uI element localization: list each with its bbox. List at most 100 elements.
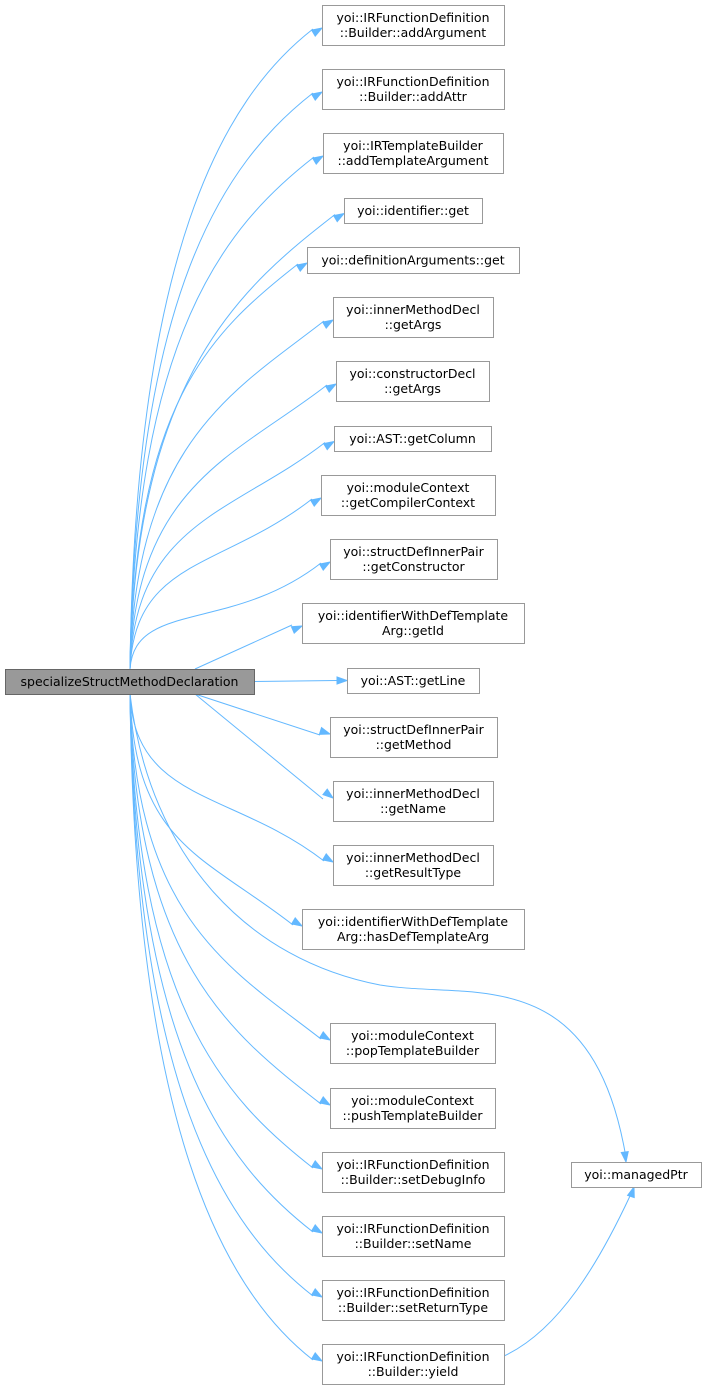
node-getLine-box [347,668,480,694]
node-setDebugInfo-label: ::Builder::setDebugInfo [341,1172,486,1187]
node-getName[interactable]: yoi::innerMethodDecl::getName [333,781,494,822]
edge-to-addArgument [129,28,314,670]
node-getName-label: yoi::innerMethodDecl [346,786,480,801]
node-managed-ptr-box [571,1162,702,1188]
edge-to-getLine-arrowhead-icon [336,676,349,685]
edge-to-constructorDecl-getArgs [129,384,328,670]
edge-to-constructorDecl-getArgs-arrowhead-icon [324,383,338,394]
node-addArgument[interactable]: yoi::IRFunctionDefinition::Builder::addA… [322,5,505,46]
edge-to-identifier-get-arrowhead-icon [332,212,346,223]
edge-to-getResultType-arrowhead-icon [321,852,335,863]
edge-to-definitionArguments-get-arrowhead-icon [295,262,309,273]
node-definitionArguments-get-box [307,247,520,274]
node-specialize-struct-method-declaration[interactable]: specializeStructMethodDeclaration [5,669,255,695]
node-popTemplateBuilder-label: yoi::moduleContext [351,1028,474,1043]
node-pushTemplateBuilder[interactable]: yoi::moduleContext::pushTemplateBuilder [330,1088,496,1129]
node-getResultType[interactable]: yoi::innerMethodDecl::getResultType [333,845,494,886]
node-getMethod[interactable]: yoi::structDefInnerPair::getMethod [330,717,498,758]
edge-to-getMethod [194,693,321,736]
node-managed-ptr-label: yoi::managedPtr [584,1167,688,1182]
node-hasDefTemplateArg[interactable]: yoi::identifierWithDefTemplateArg::hasDe… [302,909,525,950]
node-specialize-struct-method-declaration-label: specializeStructMethodDeclaration [21,674,239,689]
node-pushTemplateBuilder-label: yoi::moduleContext [351,1093,474,1108]
node-setName-label: yoi::IRFunctionDefinition [336,1221,489,1236]
edge-to-setDebugInfo-arrowhead-icon [310,1159,324,1170]
node-getMethod-box [330,717,498,758]
node-popTemplateBuilder-label: ::popTemplateBuilder [346,1043,480,1058]
node-pushTemplateBuilder-box [330,1088,496,1129]
node-getName-box [333,781,494,822]
edge-to-addAttr-arrowhead-icon [310,91,324,102]
node-managed-ptr[interactable]: yoi::managedPtr [571,1162,702,1188]
node-getConstructor-label: yoi::structDefInnerPair [343,544,484,559]
edge-to-hasDefTemplateArg-arrowhead-icon [290,916,304,927]
edge-to-pushTemplateBuilder-arrowhead-icon [318,1095,332,1106]
node-getConstructor[interactable]: yoi::structDefInnerPair::getConstructor [330,539,498,580]
node-popTemplateBuilder[interactable]: yoi::moduleContext::popTemplateBuilder [330,1023,496,1064]
node-yield[interactable]: yoi::IRFunctionDefinition::Builder::yiel… [322,1344,505,1385]
edge-to-getCompilerContext [129,498,313,670]
node-getName-label: ::getName [380,801,446,816]
node-setDebugInfo[interactable]: yoi::IRFunctionDefinition::Builder::setD… [322,1152,505,1193]
node-getColumn-label: yoi::AST::getColumn [349,431,476,446]
node-getCompilerContext[interactable]: yoi::moduleContext::getCompilerContext [321,475,496,516]
edge-to-getConstructor-arrowhead-icon [318,561,332,572]
node-getMethod-label: ::getMethod [376,737,452,752]
edge-to-getMethod-arrowhead-icon [318,726,332,735]
node-getCompilerContext-label: ::getCompilerContext [341,495,475,510]
edge-to-hasDefTemplateArg [129,693,294,926]
edge-to-getName [194,693,324,800]
node-setReturnType[interactable]: yoi::IRFunctionDefinition::Builder::setR… [322,1280,505,1321]
node-setDebugInfo-box [322,1152,505,1193]
node-setName-label: ::Builder::setName [355,1236,472,1251]
node-addTemplateArgument-label: yoi::IRTemplateBuilder [343,138,484,153]
node-definitionArguments-get[interactable]: yoi::definitionArguments::get [307,247,520,274]
node-addTemplateArgument[interactable]: yoi::IRTemplateBuilder::addTemplateArgum… [323,133,504,174]
node-getResultType-box [333,845,494,886]
node-setDebugInfo-label: yoi::IRFunctionDefinition [336,1157,489,1172]
edge-to-setName [129,693,314,1233]
node-specialize-struct-method-declaration-box [5,669,255,695]
node-addAttr-label: ::Builder::addAttr [359,89,467,104]
node-identifier-get[interactable]: yoi::identifier::get [344,198,483,224]
edge-to-popTemplateBuilder [129,693,322,1040]
edge-to-setReturnType [129,693,314,1297]
node-addArgument-label: yoi::IRFunctionDefinition [336,10,489,25]
node-getColumn[interactable]: yoi::AST::getColumn [334,426,492,452]
edge-to-managed-ptr [129,693,626,1153]
node-innerMethodDecl-getArgs[interactable]: yoi::innerMethodDecl::getArgs [333,297,494,338]
edge-to-getConstructor [129,562,322,670]
node-getMethod-label: yoi::structDefInnerPair [343,722,484,737]
node-getId-box [302,603,525,644]
edge-to-getColumn [129,442,326,670]
node-getId-label: Arg::getId [382,623,444,638]
node-hasDefTemplateArg-box [302,909,525,950]
edge-to-setDebugInfo [129,693,314,1169]
edge-to-addArgument-arrowhead-icon [310,27,324,38]
node-addTemplateArgument-box [323,133,504,174]
node-innerMethodDecl-getArgs-label: yoi::innerMethodDecl [346,302,480,317]
node-setReturnType-box [322,1280,505,1321]
edge-to-setReturnType-arrowhead-icon [310,1287,324,1298]
edge-yield-to-managed-ptr-arrowhead-icon [626,1185,635,1199]
edge-to-yield [129,693,314,1361]
node-getLine[interactable]: yoi::AST::getLine [347,668,480,694]
edge-to-getId [194,624,293,670]
edge-to-definitionArguments-get [129,263,299,670]
node-addArgument-box [322,5,505,46]
node-identifier-get-label: yoi::identifier::get [357,203,469,218]
node-addAttr-label: yoi::IRFunctionDefinition [336,74,489,89]
node-addAttr[interactable]: yoi::IRFunctionDefinition::Builder::addA… [322,69,505,110]
edge-to-popTemplateBuilder-arrowhead-icon [318,1030,332,1041]
node-setName-box [322,1216,505,1257]
node-getCompilerContext-box [321,475,496,516]
node-constructorDecl-getArgs[interactable]: yoi::constructorDecl::getArgs [336,361,490,402]
edge-to-getCompilerContext-arrowhead-icon [309,497,323,508]
node-yield-label: yoi::IRFunctionDefinition [336,1349,489,1364]
node-setName[interactable]: yoi::IRFunctionDefinition::Builder::setN… [322,1216,505,1257]
node-getLine-label: yoi::AST::getLine [361,673,466,688]
node-getConstructor-box [330,539,498,580]
node-getResultType-label: ::getResultType [365,865,462,880]
